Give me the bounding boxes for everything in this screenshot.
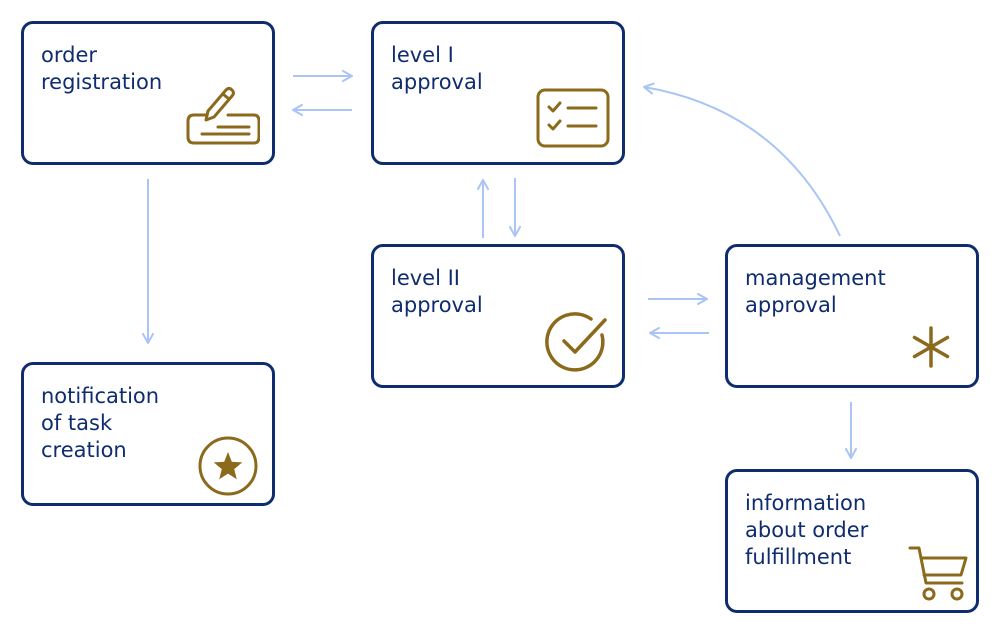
node-fulfillment: information about order fulfillment [725, 469, 979, 613]
node-notification: notification of task creation [21, 362, 275, 506]
node-level-2-approval: level II approval [371, 244, 625, 388]
node-management-approval-label: management approval [745, 266, 886, 317]
shopping-cart-icon [908, 545, 970, 605]
star-circle-icon [196, 434, 260, 498]
checklist-icon [535, 87, 611, 149]
node-level-1-approval: level I approval [371, 21, 625, 165]
check-circle-icon [544, 310, 610, 372]
node-level-2-approval-label: level II approval [391, 266, 483, 317]
arrow-management-to-level1 [643, 82, 841, 237]
node-order-registration-label: order registration [41, 43, 163, 94]
signing-form-icon [184, 82, 260, 148]
node-order-registration: order registration [21, 21, 275, 165]
node-notification-label: notification of task creation [41, 384, 160, 462]
node-fulfillment-label: information about order fulfillment [745, 491, 869, 569]
node-level-1-approval-label: level I approval [391, 43, 483, 94]
asterisk-icon [908, 324, 954, 370]
node-management-approval: management approval [725, 244, 979, 388]
